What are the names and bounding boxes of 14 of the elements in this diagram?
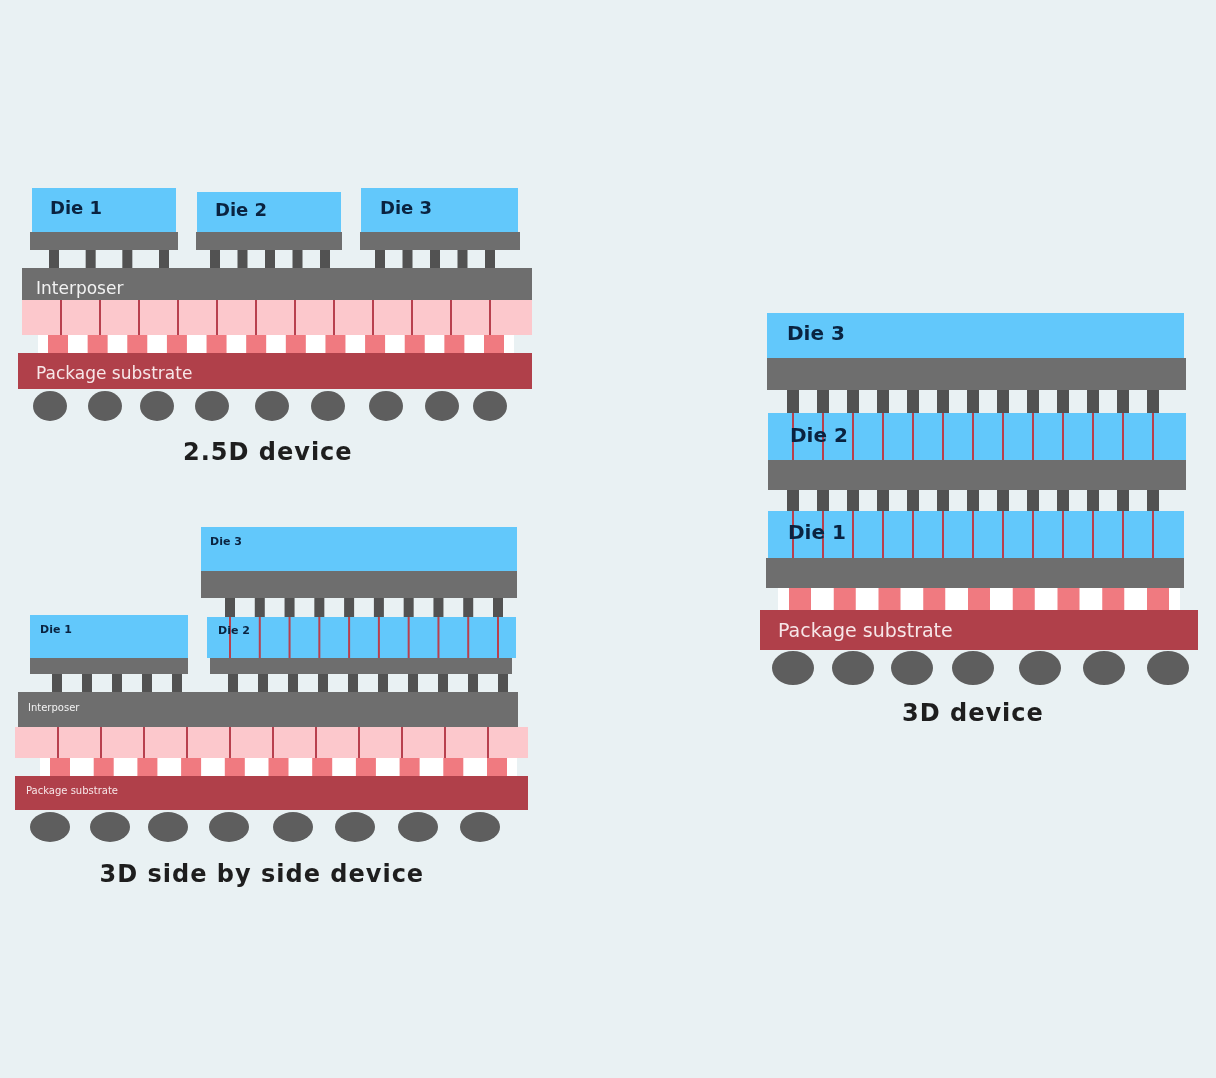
caption: 2.5D device <box>183 439 353 466</box>
die-label: Die 3 <box>787 322 845 344</box>
die-label: Die 1 <box>50 198 103 218</box>
layer-label: Interposer <box>36 279 124 298</box>
die-label: Die 1 <box>40 624 72 637</box>
layer-label: Interposer <box>28 702 80 713</box>
die-label: Die 2 <box>215 200 268 220</box>
layer-label: Package substrate <box>778 620 953 641</box>
die-label: Die 3 <box>210 536 242 549</box>
caption: 3D side by side device <box>99 861 425 888</box>
die-label: Die 3 <box>380 198 433 218</box>
caption: 3D device <box>902 700 1044 727</box>
layer-label: Package substrate <box>36 364 193 383</box>
layer-label: Package substrate <box>26 785 118 796</box>
